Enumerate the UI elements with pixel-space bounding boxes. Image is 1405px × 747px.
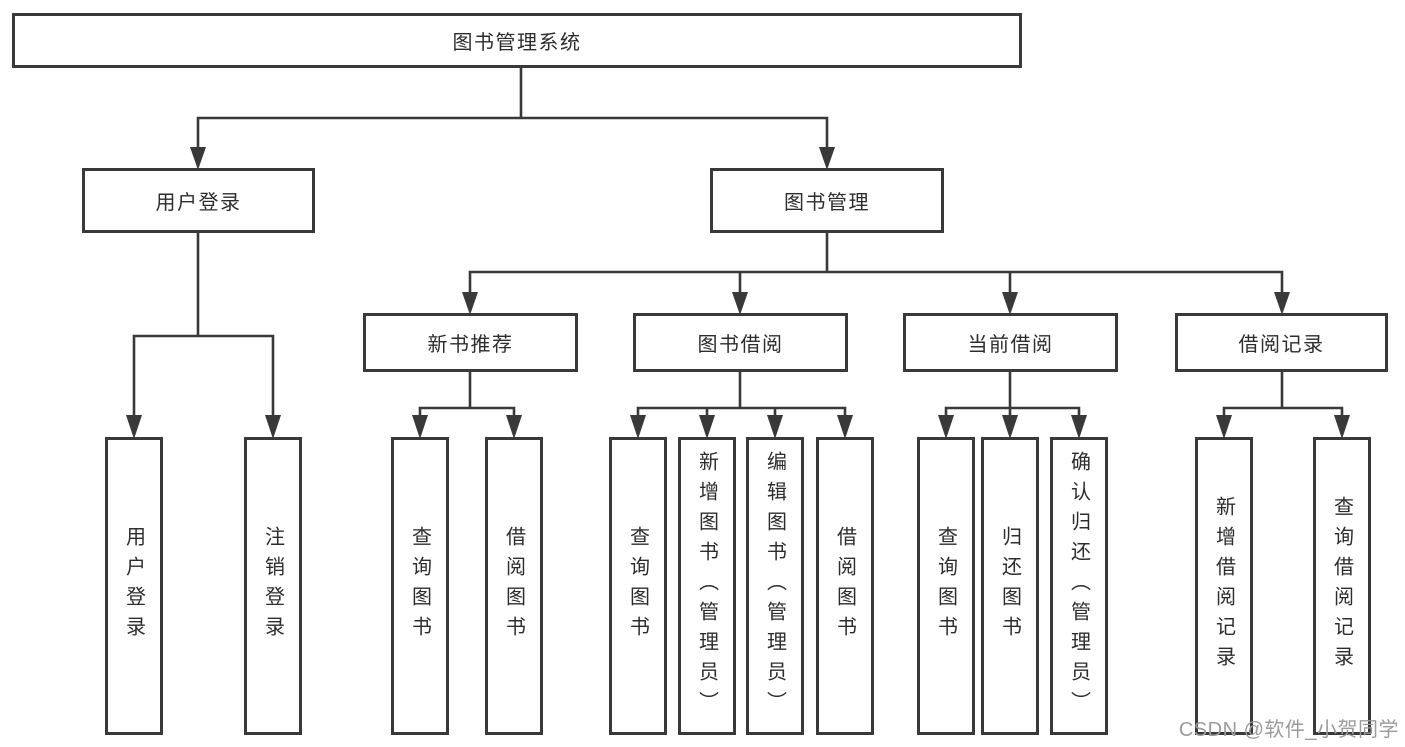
- node-user-login: 用户登录: [82, 168, 315, 233]
- arrowhead-icon: [412, 415, 428, 439]
- connector-root-to-level2: [196, 66, 829, 151]
- leaf-current-query: 查询图书: [917, 437, 975, 735]
- leaf-borrow-query: 查询图书: [609, 437, 667, 735]
- leaf-borrow-edit-admin: 编辑图书（管理员）: [746, 437, 804, 735]
- arrowhead-icon: [732, 292, 748, 315]
- arrowhead-icon: [767, 415, 783, 439]
- node-current-borrow: 当前借阅: [903, 313, 1118, 372]
- arrowhead-icon: [506, 415, 522, 439]
- arrowhead-icon: [837, 415, 853, 439]
- arrowhead-icon: [1002, 292, 1018, 315]
- arrowhead-icon: [938, 415, 954, 439]
- arrowhead-icon: [630, 415, 646, 439]
- connector-userlogin-to-leaves: [132, 231, 275, 419]
- leaf-borrow-add-admin: 新增图书（管理员）: [678, 437, 736, 735]
- arrowhead-icon: [462, 292, 478, 315]
- leaf-current-return: 归还图书: [981, 437, 1039, 735]
- arrowhead-icon: [126, 415, 142, 439]
- leaf-records-add: 新增借阅记录: [1195, 437, 1253, 735]
- connector-newbooks-to-leaves: [418, 370, 516, 419]
- arrowhead-icon: [1274, 292, 1290, 315]
- arrowhead-icon: [699, 415, 715, 439]
- connector-records-to-leaves: [1222, 370, 1344, 419]
- leaf-current-confirm-admin: 确认归还（管理员）: [1050, 437, 1108, 735]
- node-borrow-records: 借阅记录: [1175, 313, 1388, 372]
- leaf-user-login: 用户登录: [105, 437, 163, 735]
- arrowheads: [126, 147, 1350, 439]
- node-new-books: 新书推荐: [363, 313, 578, 372]
- leaf-newbooks-borrow: 借阅图书: [485, 437, 543, 735]
- leaf-logout: 注销登录: [244, 437, 302, 735]
- arrowhead-icon: [1071, 415, 1087, 439]
- leaf-newbooks-query: 查询图书: [391, 437, 449, 735]
- arrowhead-icon: [265, 415, 281, 439]
- arrowhead-icon: [1334, 415, 1350, 439]
- node-root: 图书管理系统: [12, 13, 1022, 68]
- arrowhead-icon: [190, 147, 206, 170]
- leaf-borrow-borrow: 借阅图书: [816, 437, 874, 735]
- arrowhead-icon: [819, 147, 835, 170]
- connector-bookborrow-to-leaves: [636, 370, 847, 419]
- connector-currentborrow-to-leaves: [944, 370, 1081, 419]
- leaf-records-query: 查询借阅记录: [1313, 437, 1371, 735]
- connector-bookmgmt-to-level3: [468, 231, 1284, 296]
- arrowhead-icon: [1216, 415, 1232, 439]
- node-book-management: 图书管理: [710, 168, 944, 233]
- arrowhead-icon: [1002, 415, 1018, 439]
- node-book-borrow: 图书借阅: [633, 313, 848, 372]
- watermark: CSDN @软件_小贺同学: [1178, 719, 1399, 741]
